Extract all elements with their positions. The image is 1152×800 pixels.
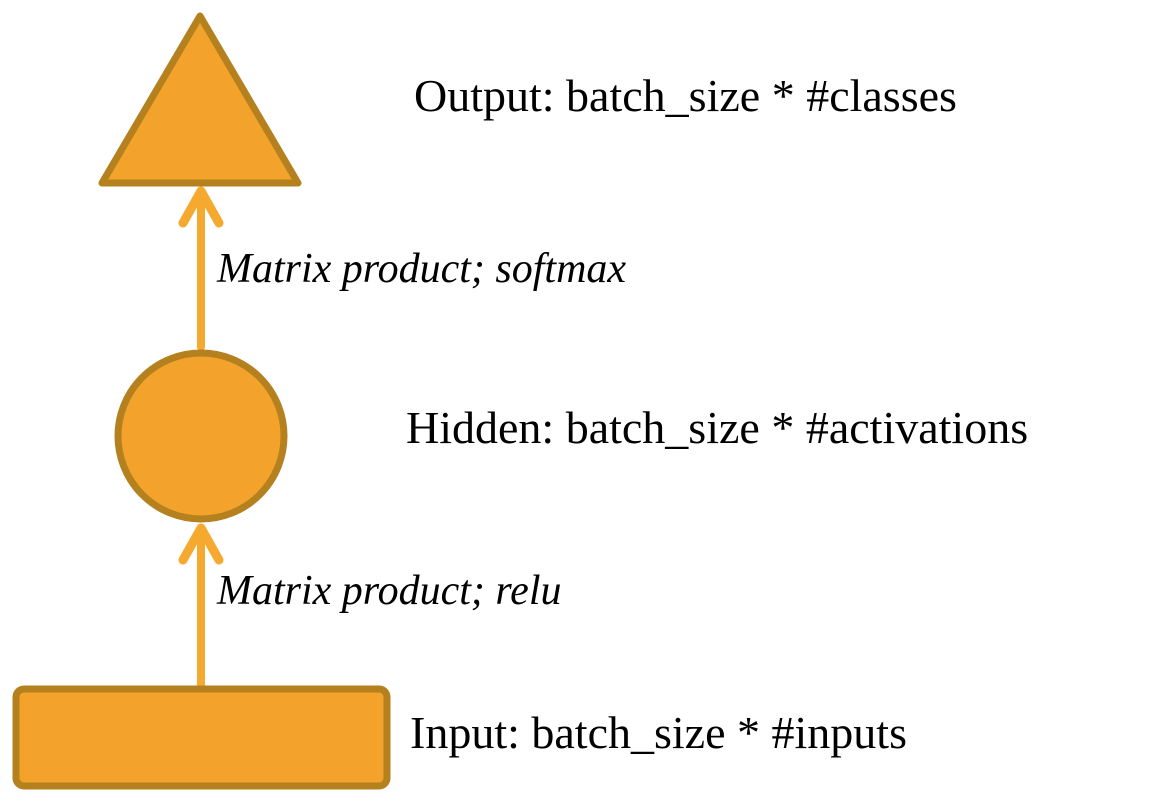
arrow-up-icon <box>178 523 224 565</box>
relu-edge-label: Matrix product; relu <box>217 568 562 614</box>
softmax-edge-label: Matrix product; softmax <box>217 246 627 292</box>
arrow-up-icon <box>178 186 224 228</box>
input-node-label: Input: batch_size * #inputs <box>410 707 907 758</box>
hidden-circle-node <box>114 349 288 523</box>
output-node-label: Output: batch_size * #classes <box>414 70 957 121</box>
edge-relu-arrow <box>178 523 224 694</box>
edge-softmax-arrow <box>178 186 224 351</box>
hidden-node-label: Hidden: batch_size * #activations <box>406 402 1029 453</box>
output-triangle-node <box>98 12 302 187</box>
input-rectangle-node <box>12 685 391 790</box>
